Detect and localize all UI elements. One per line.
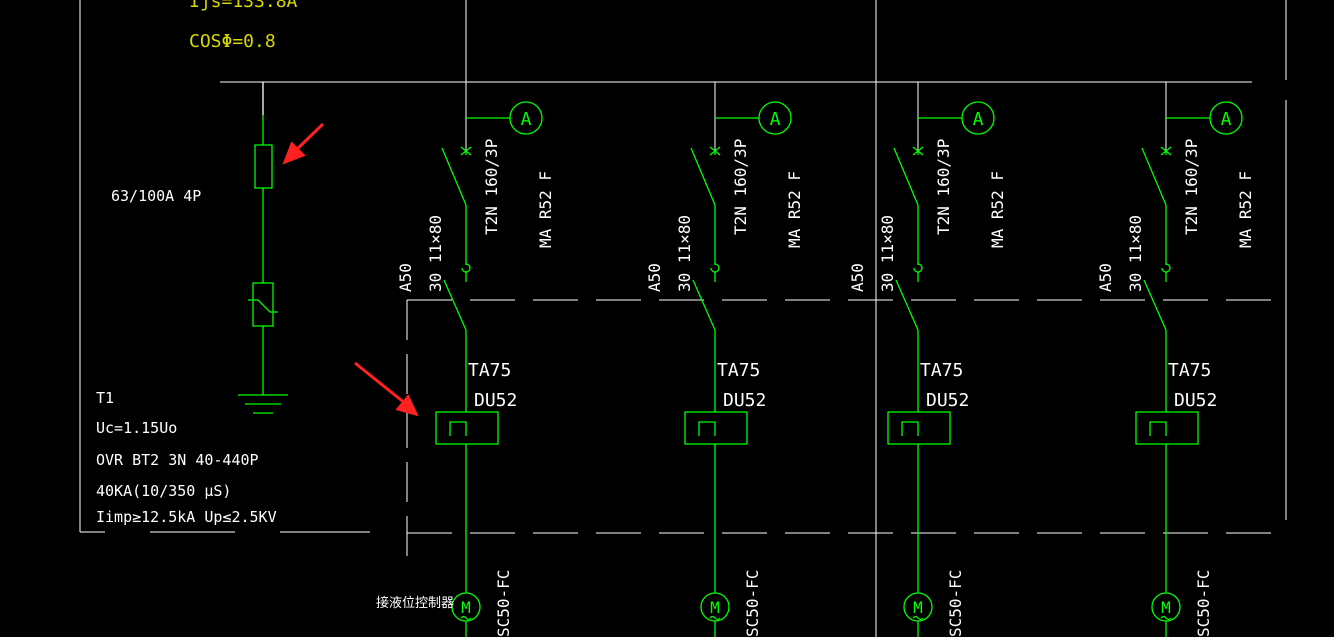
ct2-label-4: 30 11×80: [1126, 214, 1145, 292]
relay-label-3: DU52: [926, 390, 970, 411]
thermal-relay-1: [435, 411, 499, 445]
ct-label-4: A50: [1096, 263, 1115, 292]
spd-uc: Uc=1.15Uo: [96, 419, 178, 437]
annotation-arrow-fuse: [282, 122, 325, 165]
busbar-and-frame: [79, 0, 1287, 637]
motor-label-1: M: [461, 598, 471, 617]
contactor-label-3: TA75: [920, 360, 964, 381]
motor-label-3: M: [913, 598, 923, 617]
spd-fuse: [254, 144, 273, 189]
ct-label-2: A50: [645, 263, 664, 292]
feeder-1: AM: [435, 101, 543, 637]
breaker-label-2: T2N 160/3P: [731, 138, 750, 235]
ammeter-label-3: A: [973, 109, 984, 130]
ammeter-1: [509, 101, 543, 135]
breaker-label-3: T2N 160/3P: [934, 138, 953, 235]
relay-label-4: DU52: [1174, 390, 1218, 411]
ammeter-3: [961, 101, 995, 135]
thermal-relay-4: [1135, 411, 1199, 445]
spd-branch: [238, 82, 288, 414]
relay-label-2: DU52: [723, 390, 767, 411]
ammeter-label-1: A: [521, 109, 532, 130]
thermal-relay-2: [684, 411, 748, 445]
ct-label-3: A50: [848, 263, 867, 292]
ct2-label-2: 30 11×80: [675, 214, 694, 292]
contactor-label-1: TA75: [468, 360, 512, 381]
motor-label-4: M: [1161, 598, 1171, 617]
ammeter-label-4: A: [1221, 109, 1232, 130]
feeder-3: AM: [887, 82, 995, 637]
thermal-relay-3: [887, 411, 951, 445]
cos-label: COSΦ=0.8: [189, 31, 276, 52]
cable-label-1: SC50-FC: [494, 569, 513, 637]
ijs-label: Ijs=133.8A: [189, 0, 298, 12]
spd-t1: T1: [96, 389, 115, 407]
level-controller-label: 接液位控制器: [376, 596, 455, 611]
breaker-label-1: T2N 160/3P: [482, 138, 501, 235]
relay-label-1: DU52: [474, 390, 518, 411]
spd-rating: 63/100A 4P: [111, 187, 202, 205]
feeder-2: AM: [684, 82, 792, 637]
spd-model: OVR BT2 3N 40-440P: [96, 451, 259, 469]
ammeter-label-2: A: [770, 109, 781, 130]
ammeter-4: [1209, 101, 1243, 135]
contactor-label-4: TA75: [1168, 360, 1212, 381]
breaker-label-4: T2N 160/3P: [1182, 138, 1201, 235]
cable-label-4: SC50-FC: [1194, 569, 1213, 637]
annotation-arrow-relay: [354, 361, 419, 417]
trip-unit-label-3: MA R52 F: [988, 170, 1007, 248]
ammeter-2: [758, 101, 792, 135]
ct2-label-3: 30 11×80: [878, 214, 897, 292]
trip-unit-label-1: MA R52 F: [536, 170, 555, 248]
trip-unit-label-2: MA R52 F: [785, 170, 804, 248]
motor-label-2: M: [710, 598, 720, 617]
feeder-4: AM: [1135, 82, 1243, 637]
ct2-label-1: 30 11×80: [426, 214, 445, 292]
cable-label-2: SC50-FC: [743, 569, 762, 637]
contactor-label-2: TA75: [717, 360, 761, 381]
cable-label-3: SC50-FC: [946, 569, 965, 637]
trip-unit-label-4: MA R52 F: [1236, 170, 1255, 248]
spd-ka: 40KA(10/350 μS): [96, 482, 232, 500]
ct-label-1: A50: [396, 263, 415, 292]
spd-imp: Iimp≥12.5kA Up≤2.5KV: [96, 508, 277, 526]
